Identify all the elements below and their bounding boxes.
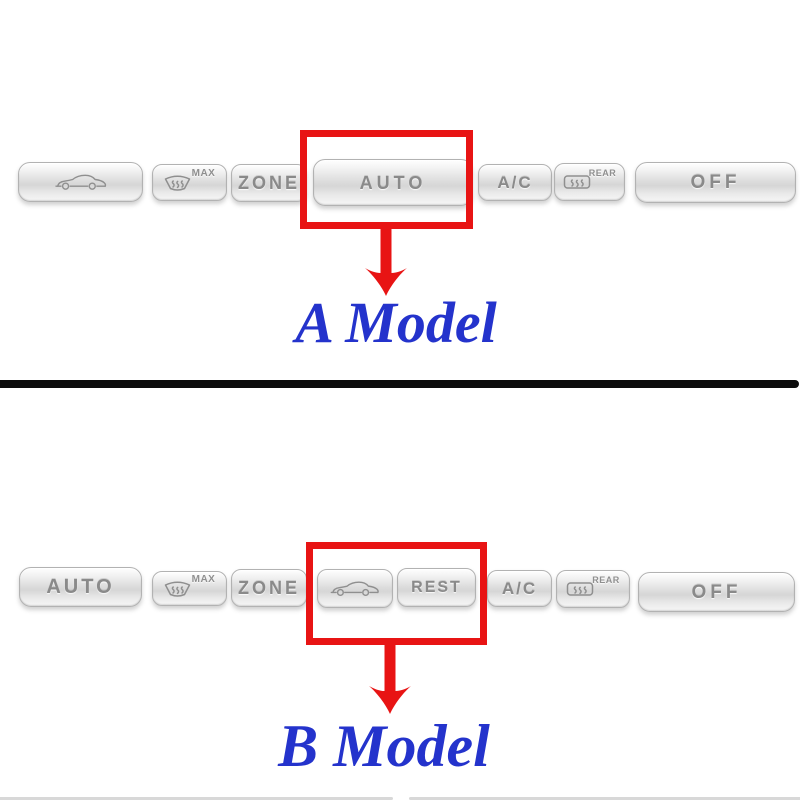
- model-a-caption: A Model: [295, 290, 497, 355]
- button-off-a: OFF: [635, 162, 796, 203]
- auto-label: AUTO: [359, 172, 427, 193]
- button-auto-b: AUTO: [19, 567, 142, 607]
- rear-label: REAR: [588, 168, 617, 178]
- auto-label: AUTO: [46, 576, 115, 598]
- down-arrow-icon: [364, 228, 408, 298]
- button-defrost-max-a: MAX: [152, 164, 227, 201]
- max-label: MAX: [191, 168, 216, 179]
- bottom-edge-line-right: [409, 797, 800, 800]
- zone-label: ZONE: [237, 173, 300, 193]
- highlight-box-a: [300, 130, 473, 229]
- button-auto-a: AUTO: [313, 159, 473, 206]
- rear-window-defrost-icon: [563, 173, 593, 191]
- highlight-box-b: [306, 542, 487, 645]
- button-zone-a: ZONE: [231, 164, 307, 202]
- rest-label: REST: [411, 578, 462, 596]
- model-b-caption: B Model: [278, 713, 490, 779]
- down-arrow-icon: [368, 644, 412, 716]
- button-rear-defrost-b: REAR: [556, 570, 630, 608]
- rear-label: REAR: [592, 575, 620, 585]
- button-ac-b: A/C: [487, 570, 552, 607]
- rear-window-defrost-icon: [566, 580, 596, 598]
- section-divider: [0, 380, 799, 388]
- button-recirculation-b: [317, 569, 393, 608]
- bottom-edge-line-left: [0, 797, 393, 800]
- panel-b: AUTO MAX ZONE: [0, 388, 800, 800]
- windshield-defrost-icon: [164, 579, 191, 599]
- zone-label: ZONE: [237, 578, 300, 598]
- car-silhouette-icon: [329, 579, 381, 598]
- max-label: MAX: [191, 574, 216, 585]
- panel-a: MAX ZONE AUTO A/C REAR OFF: [0, 0, 800, 380]
- windshield-defrost-icon: [164, 173, 191, 193]
- button-zone-b: ZONE: [231, 569, 307, 607]
- ac-label: A/C: [501, 579, 538, 598]
- ac-label: A/C: [497, 173, 533, 192]
- off-label: OFF: [690, 172, 741, 193]
- off-label: OFF: [691, 581, 742, 603]
- car-silhouette-icon: [53, 172, 109, 192]
- button-off-b: OFF: [638, 572, 795, 612]
- button-rest-b: REST: [397, 568, 476, 607]
- button-rear-defrost-a: REAR: [554, 163, 625, 201]
- button-recirculation-a: [18, 162, 143, 202]
- button-defrost-max-b: MAX: [152, 571, 227, 606]
- button-ac-a: A/C: [478, 164, 552, 201]
